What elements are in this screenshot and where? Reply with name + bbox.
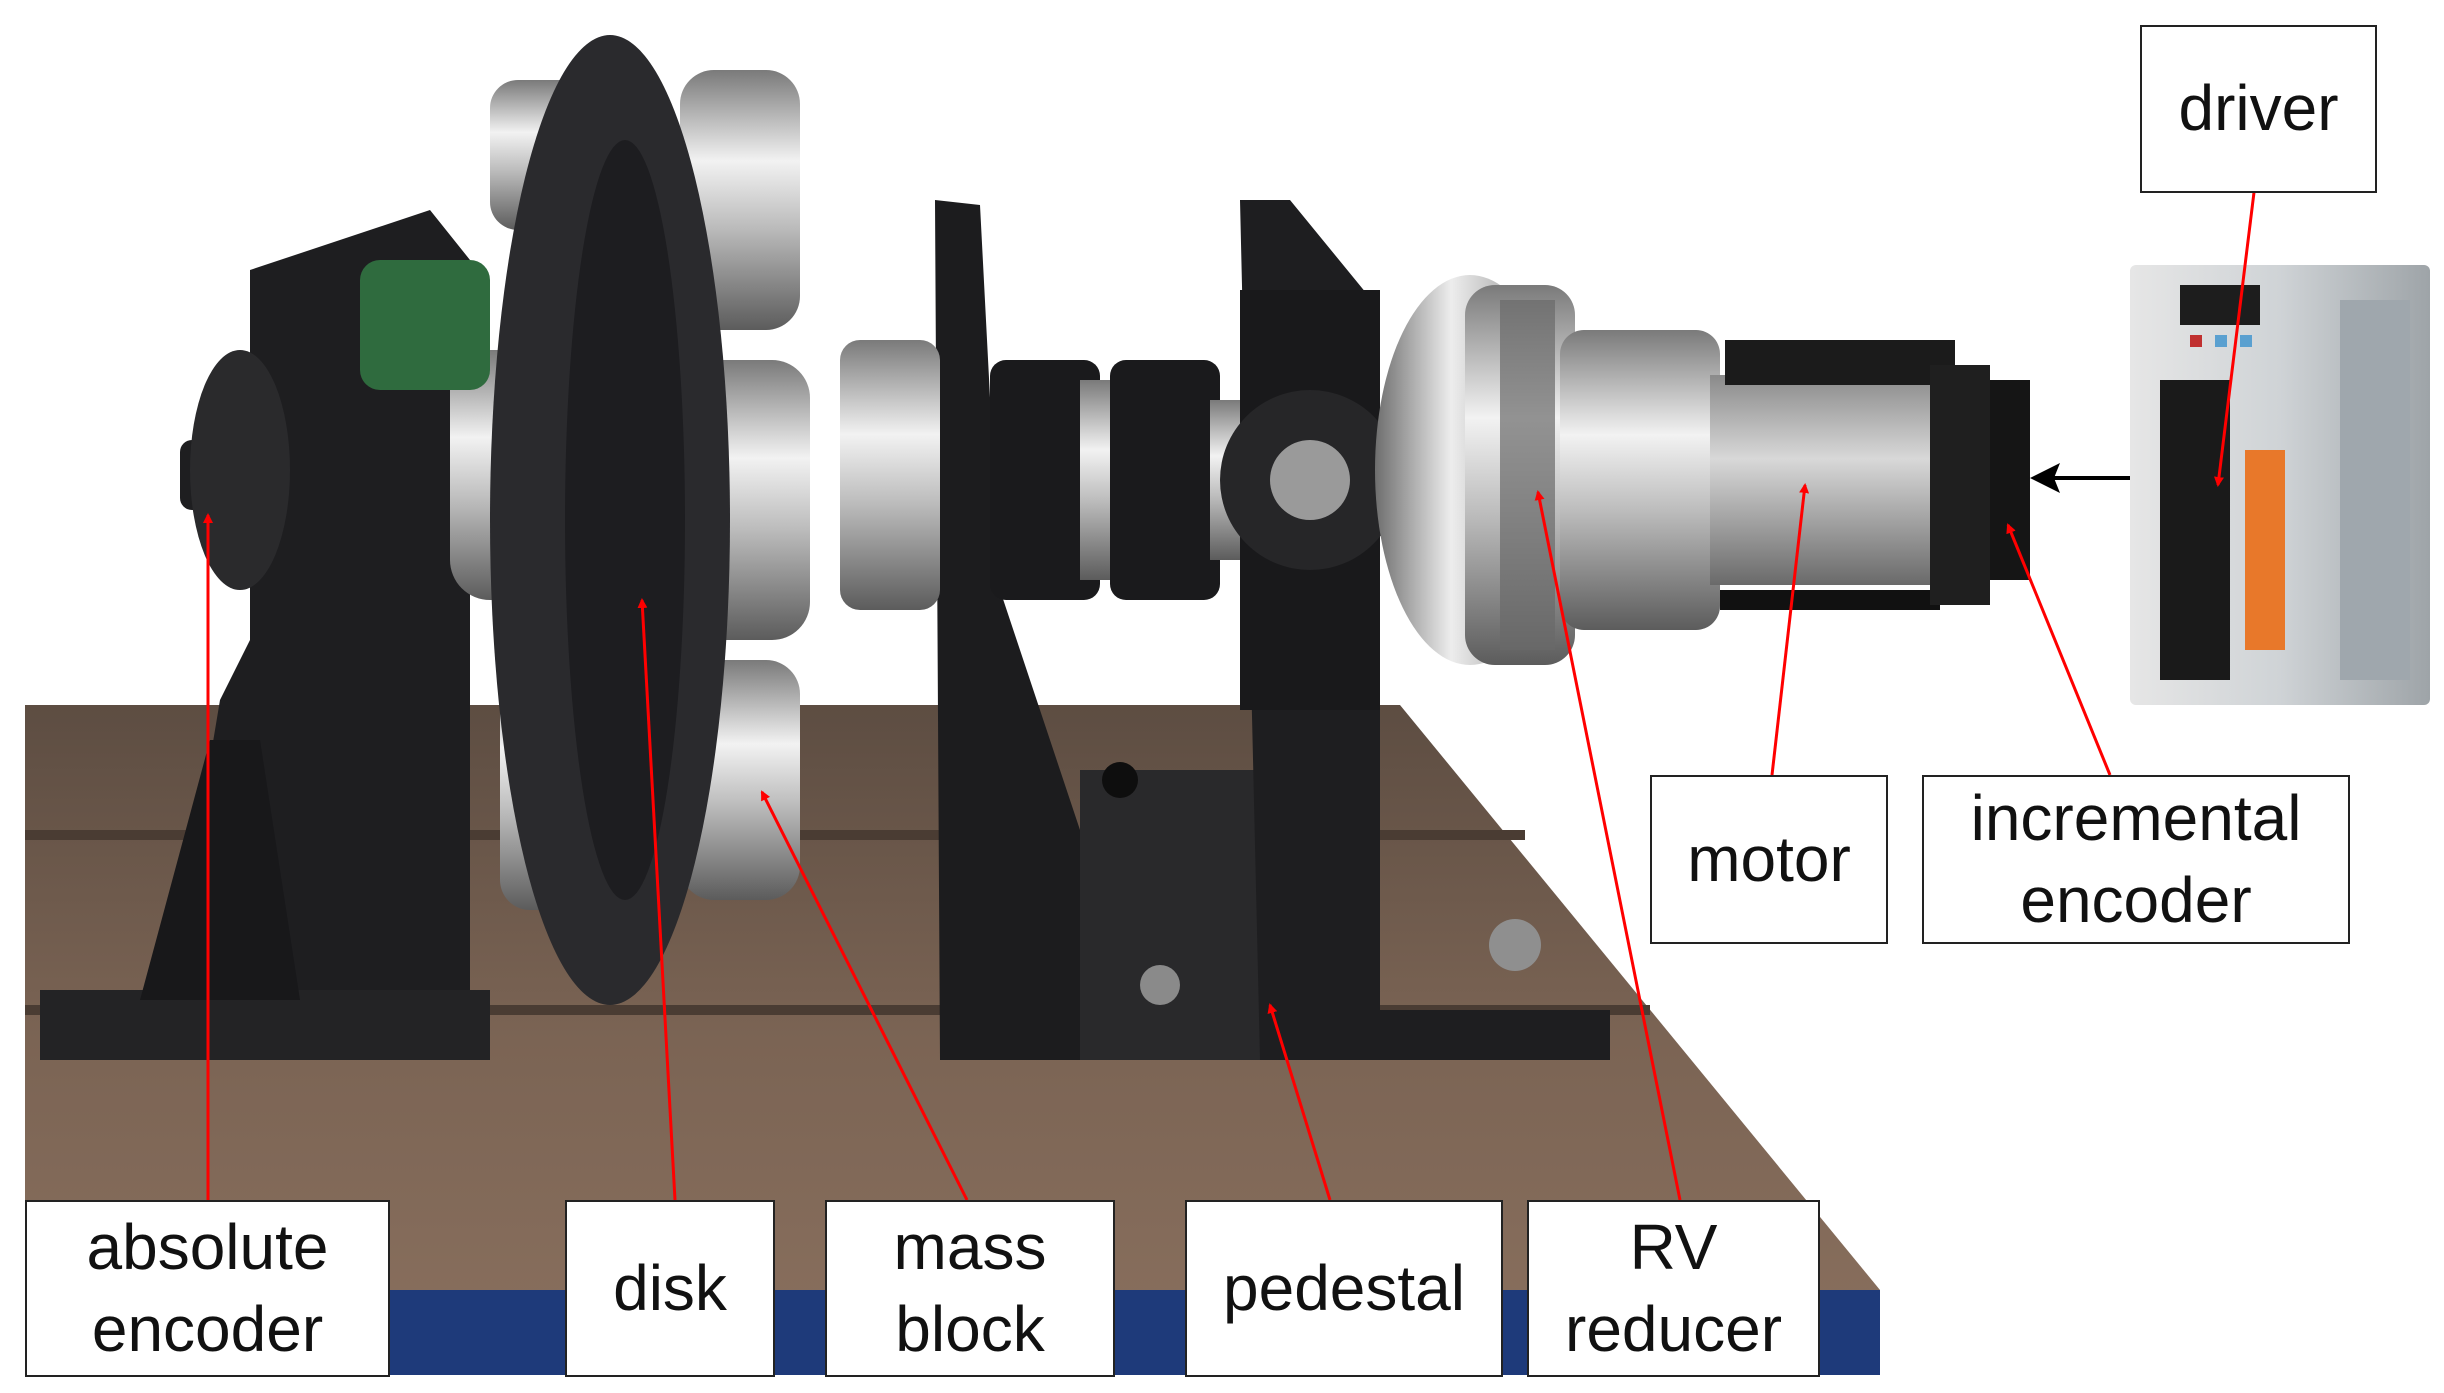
label-text: absolute encoder	[86, 1211, 329, 1365]
label-text: driver	[2178, 72, 2339, 145]
disk	[490, 35, 730, 1005]
driver-unit	[2130, 265, 2430, 705]
label-rv-reducer: RV reducer	[1527, 1200, 1820, 1377]
label-text: mass block	[893, 1211, 1047, 1365]
label-pedestal: pedestal	[1185, 1200, 1503, 1377]
left-pedestal	[40, 210, 490, 1060]
right-pedestal	[1220, 200, 1610, 1060]
rv-reducer	[1375, 275, 1720, 665]
motor	[1710, 340, 1960, 610]
arrow-mass-block	[760, 790, 969, 1201]
label-disk: disk	[565, 1200, 775, 1377]
arrow-motor	[1770, 483, 1810, 776]
label-absolute-encoder: absolute encoder	[25, 1200, 390, 1377]
pointer-arrows	[203, 167, 2259, 1201]
label-incremental-encoder: incremental encoder	[1922, 775, 2350, 944]
label-text: incremental encoder	[1970, 782, 2302, 936]
incremental-encoder-housing	[1930, 365, 2030, 605]
label-text: motor	[1687, 822, 1851, 895]
label-motor: motor	[1650, 775, 1888, 944]
arrow-driver	[2214, 167, 2259, 487]
label-text: disk	[613, 1251, 727, 1324]
arrow-incremental-encoder	[2006, 523, 2112, 776]
middle-pedestal	[935, 200, 1270, 1060]
label-mass-block: mass block	[825, 1200, 1115, 1377]
arrow-rv-reducer	[1534, 490, 1682, 1201]
black-arrow-icon	[2030, 463, 2130, 493]
arrow-disk	[637, 598, 677, 1201]
arrow-pedestal	[1267, 1003, 1332, 1201]
label-driver: driver	[2140, 25, 2377, 193]
label-text: RV reducer	[1565, 1211, 1782, 1365]
label-text: pedestal	[1223, 1251, 1465, 1324]
